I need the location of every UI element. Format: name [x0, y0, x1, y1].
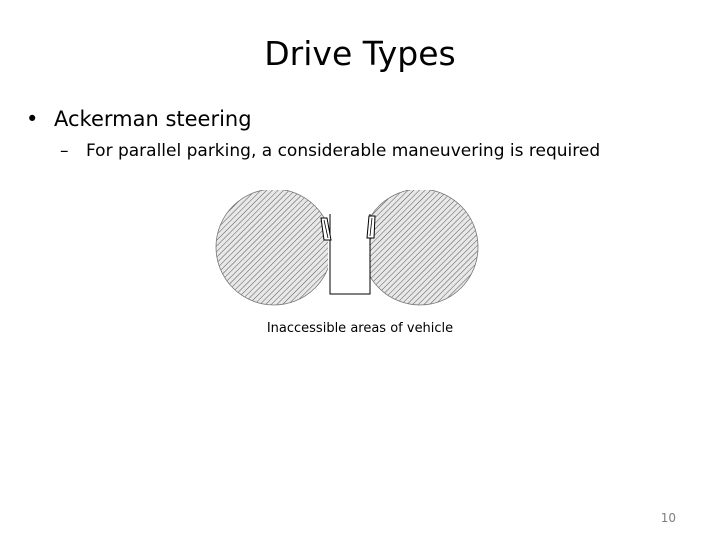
right-front-wheel-inner-line — [369, 217, 373, 237]
sub-bullet-symbol: – — [60, 141, 69, 161]
left-front-wheel-inner-line — [323, 219, 329, 239]
bullet-item: • Ackerman steering — [26, 104, 252, 134]
inaccessible-areas-diagram — [215, 190, 479, 306]
page-number: 10 — [660, 511, 676, 525]
sub-bullet-text: For parallel parking, a considerable man… — [86, 141, 601, 161]
slide-title: Drive Types — [264, 34, 456, 73]
sub-bullet-item: –For parallel parking, a considerable ma… — [60, 138, 600, 164]
right-inaccessible-area — [361, 190, 479, 306]
bullet-symbol: • — [26, 107, 39, 131]
left-inaccessible-area — [215, 190, 333, 306]
figure-caption: Inaccessible areas of vehicle — [266, 321, 454, 336]
bullet-text: Ackerman steering — [54, 107, 252, 131]
vehicle-body — [328, 214, 370, 294]
vehicle-outline — [329, 214, 371, 295]
